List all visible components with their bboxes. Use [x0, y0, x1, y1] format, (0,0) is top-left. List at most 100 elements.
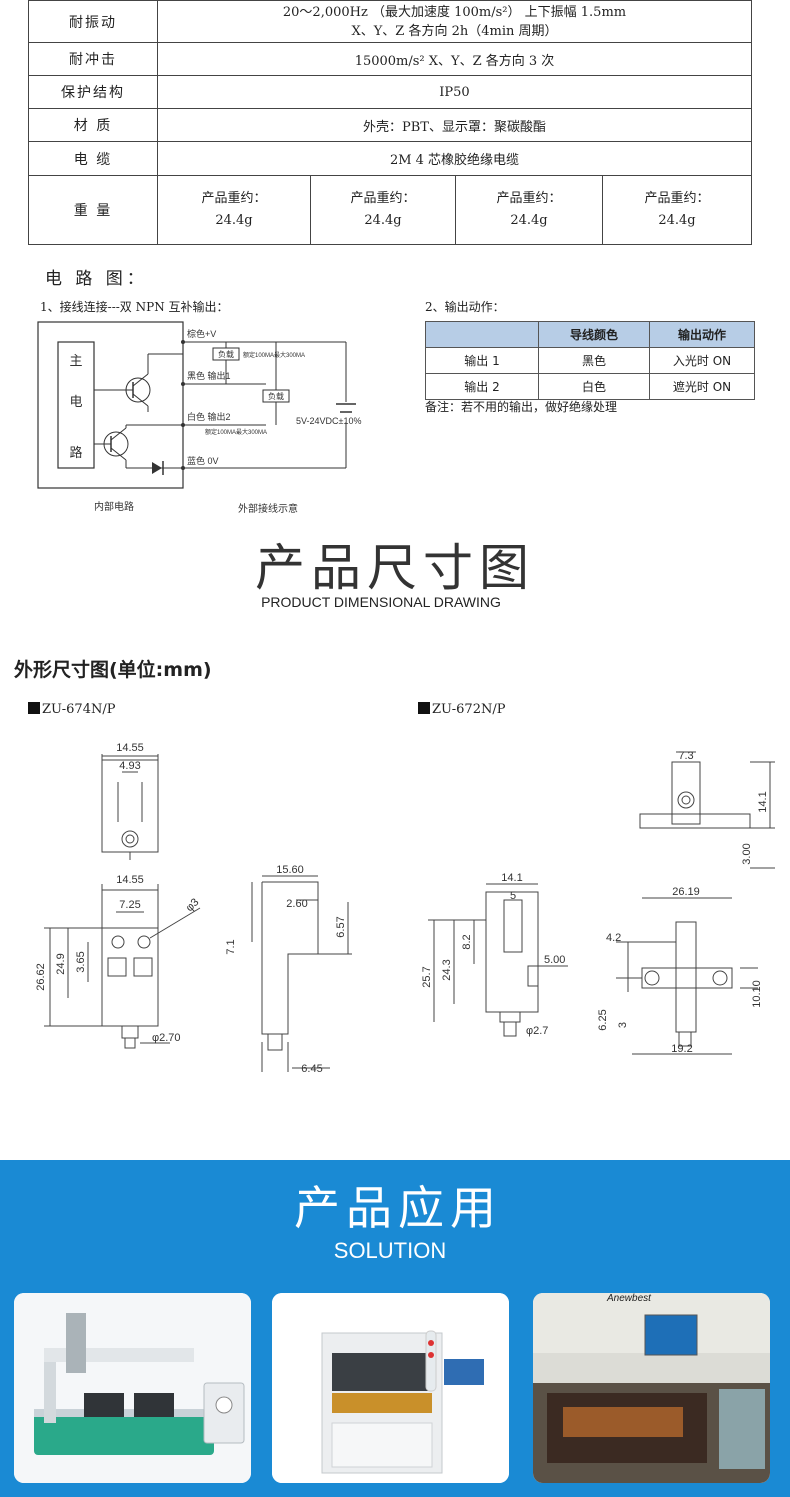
wire-blue-label: 蓝色 0V — [187, 455, 219, 466]
dim-label: 6.25 — [597, 1009, 609, 1030]
spec-label: 电 缆 — [28, 141, 158, 176]
drawing-zu672: 7.3 14.1 3.00 14.1 5 8.2 25.7 24.3 5.00 … — [421, 750, 775, 1055]
weight-value: 24.4g — [658, 213, 696, 228]
weight-value: 24.4g — [215, 213, 253, 228]
main-char: 电 — [69, 394, 82, 409]
table-cell: 白色 — [538, 373, 650, 400]
weight-title: 产品重约： — [644, 191, 710, 206]
dim-label: φ2.70 — [152, 1032, 181, 1044]
dim-label: 7.1 — [225, 939, 237, 954]
spec-label: 重 量 — [28, 175, 158, 245]
table-cell: 黑色 — [538, 347, 650, 374]
spec-value: 2M 4 芯橡胶绝缘电缆 — [157, 141, 752, 176]
dim-label: 3.65 — [75, 951, 87, 972]
spec-label: 耐振动 — [28, 0, 158, 43]
spec-label: 材 质 — [28, 108, 158, 142]
dim-label: 4.93 — [119, 760, 140, 772]
application-photo: Anewbest — [533, 1293, 770, 1483]
weight-cell: 产品重约： 24.4g — [157, 175, 311, 245]
model-b-text: ZU-672N/P — [432, 702, 506, 717]
model-b-label: ZU-672N/P — [418, 702, 505, 717]
wiring-title: 1、接线连接---双 NPN 互补输出： — [40, 300, 229, 314]
dim-label: 6.45 — [301, 1063, 322, 1075]
solution-title: 产品应用 — [294, 1181, 502, 1235]
solution-subtitle: SOLUTION — [333, 1238, 447, 1263]
dim-label: 10.10 — [751, 980, 763, 1008]
dim-label: 26.19 — [672, 886, 700, 898]
wire-black-label: 黑色 输出1 — [187, 370, 231, 381]
model-a-label: ZU-674N/P — [28, 702, 115, 717]
caption-external: 外部接线示意 — [238, 502, 298, 515]
dim-label: 14.1 — [757, 791, 769, 812]
main-char: 主 — [69, 353, 82, 368]
spec-row-material: 材 质 外壳：PBT、显示罩：聚碳酸酯 — [28, 108, 752, 142]
dim-label: φ3 — [184, 896, 202, 914]
dimension-title: 产品尺寸图 — [255, 539, 535, 597]
outline-heading: 外形尺寸图(单位:mm) — [14, 659, 212, 681]
dim-label: 5 — [510, 890, 516, 902]
table-cell: 遮光时 ON — [649, 373, 755, 400]
output-note: 备注：若不用的输出，做好绝缘处理 — [425, 400, 618, 414]
spec-value: 20～2,000Hz （最大加速度 100m/s²） 上下振幅 1.5mm — [282, 4, 627, 20]
spec-row-weight: 重 量 产品重约： 24.4g 产品重约： 24.4g 产品重约： 24.4g … — [28, 175, 752, 245]
inspection-machine-image: Anewbest — [533, 1293, 770, 1483]
spec-value: IP50 — [157, 75, 752, 109]
dim-label: 3.00 — [741, 843, 753, 864]
spec-label: 保护结构 — [28, 75, 158, 109]
square-icon — [418, 702, 430, 714]
model-a-text: ZU-674N/P — [42, 702, 116, 717]
weight-value: 24.4g — [510, 213, 548, 228]
dim-label: 26.62 — [35, 963, 47, 991]
dim-label: 24.9 — [55, 953, 67, 974]
spec-row-protection: 保护结构 IP50 — [28, 75, 752, 109]
load-label: 负载 — [218, 349, 234, 359]
spec-value: 15000m/s² X、Y、Z 各方向 3 次 — [157, 42, 752, 76]
load-label: 负载 — [268, 391, 284, 401]
caption-internal: 内部电路 — [94, 500, 134, 513]
application-photo — [14, 1293, 251, 1483]
wire-brown-label: 棕色+V — [187, 328, 216, 339]
dim-label: 6.57 — [335, 916, 347, 937]
spec-row-shock: 耐冲击 15000m/s² X、Y、Z 各方向 3 次 — [28, 42, 752, 76]
weight-cell: 产品重约： 24.4g — [310, 175, 456, 245]
table-cell: 输出 2 — [425, 373, 539, 400]
dim-label: 8.2 — [461, 934, 473, 949]
table-cell: 输出 1 — [425, 347, 539, 374]
application-photo — [272, 1293, 509, 1483]
brand-label: Anewbest — [606, 1293, 652, 1304]
drawing-zu674: 14.55 4.93 14.55 7.25 φ3 26.62 24.9 3.65… — [35, 742, 352, 1075]
dim-label: 5.00 — [544, 954, 565, 966]
dispensing-robot-image — [14, 1293, 251, 1483]
spec-label: 耐冲击 — [28, 42, 158, 76]
rating-label: 额定100MA最大300MA — [243, 351, 305, 359]
weight-title: 产品重约： — [496, 191, 562, 206]
dim-label: φ2.7 — [526, 1025, 548, 1037]
spec-table: 耐振动 20～2,000Hz （最大加速度 100m/s²） 上下振幅 1.5m… — [28, 0, 752, 245]
supply-label: 5V-24VDC±10% — [296, 416, 361, 426]
output-table: 导线颜色 输出动作 输出 1 黑色 入光时 ON 输出 2 白色 遮光时 ON — [425, 321, 755, 400]
circuit-heading: 电 路 图： — [45, 269, 148, 289]
weight-cell: 产品重约： 24.4g — [602, 175, 752, 245]
table-row: 输出 1 黑色 入光时 ON — [425, 347, 755, 374]
main-char: 路 — [69, 445, 82, 460]
header-cell: 输出动作 — [649, 321, 755, 348]
weight-title: 产品重约： — [350, 191, 416, 206]
dim-label: 3 — [617, 1022, 629, 1028]
table-cell: 入光时 ON — [649, 347, 755, 374]
dimension-subtitle: PRODUCT DIMENSIONAL DRAWING — [261, 594, 501, 610]
spec-value: 外壳：PBT、显示罩：聚碳酸酯 — [157, 108, 752, 142]
dim-label: 14.1 — [501, 872, 522, 884]
spec-row-cable: 电 缆 2M 4 芯橡胶绝缘电缆 — [28, 141, 752, 176]
table-row: 输出 2 白色 遮光时 ON — [425, 373, 755, 400]
rating-label: 额定100MA最大300MA — [205, 428, 267, 436]
dim-label: 25.7 — [421, 966, 433, 987]
square-icon — [28, 702, 40, 714]
dim-label: 7.25 — [119, 899, 140, 911]
dim-label: 7.3 — [678, 750, 693, 762]
dim-label: 14.55 — [116, 742, 144, 754]
header-cell: 导线颜色 — [538, 321, 650, 348]
header-cell — [425, 321, 539, 348]
weight-title: 产品重约： — [201, 191, 267, 206]
output-table-header: 导线颜色 输出动作 — [425, 321, 755, 348]
output-title: 2、输出动作： — [425, 300, 505, 314]
